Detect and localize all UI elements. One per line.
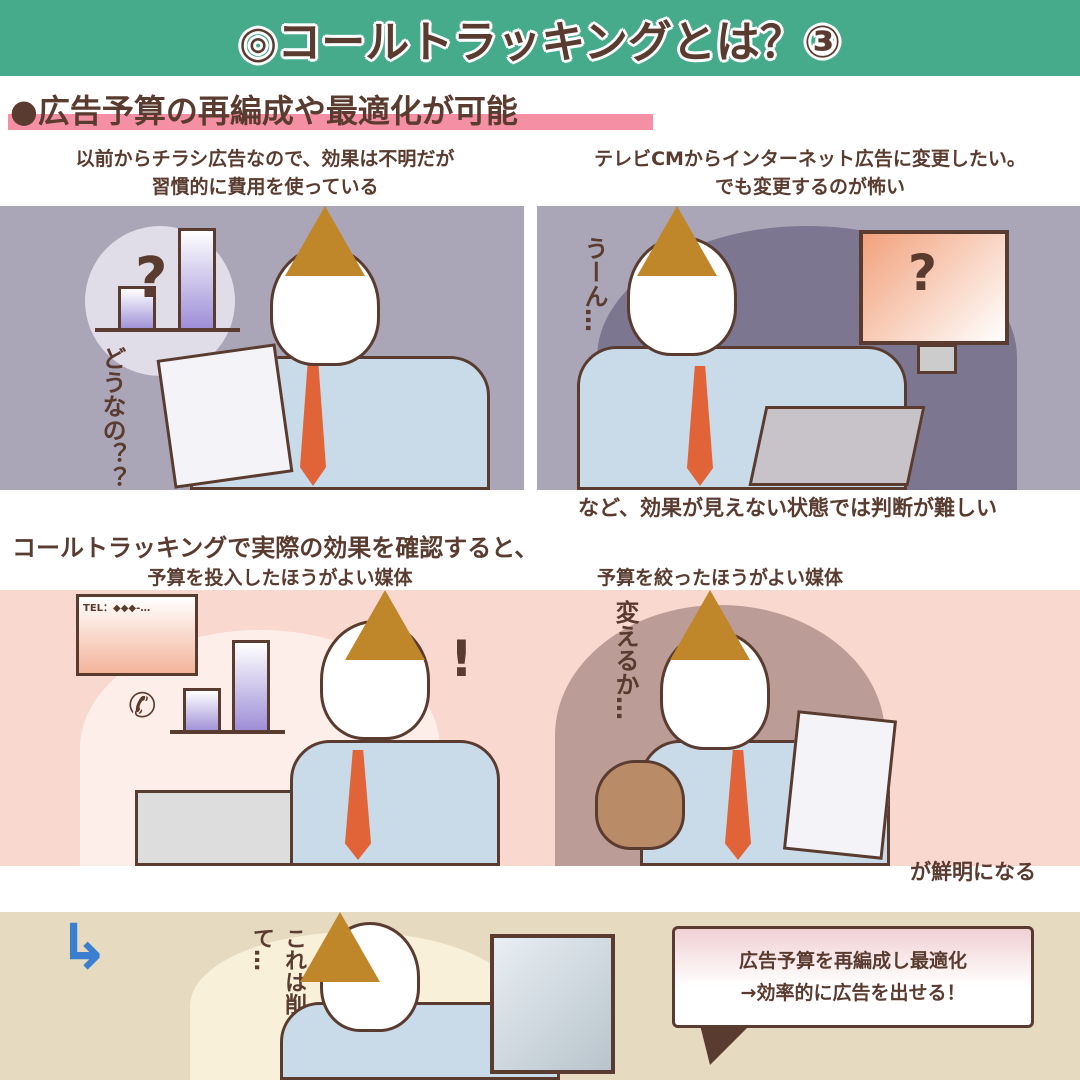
phone-icon: ✆ xyxy=(128,686,157,726)
panel2-caption: テレビCMからインターネット広告に変更したい。でも変更するのが怖い xyxy=(594,148,1026,198)
tv-stand xyxy=(917,344,957,374)
money-bag xyxy=(595,760,685,850)
sfx-text: どうなの？？ xyxy=(98,346,126,490)
chart-baseline xyxy=(170,730,285,734)
panel-tv: うーん… ? xyxy=(537,206,1080,490)
conclusion-bubble: 広告予算を再編成し最適化 →効率的に広告を出せる！ xyxy=(672,926,1034,1028)
panel-flyer: ? どうなの？？ xyxy=(0,206,524,490)
section-title: ●広告予算の再編成や最適化が可能 xyxy=(10,92,518,130)
bubble-tail xyxy=(700,1025,750,1065)
question-mark-icon: ? xyxy=(135,246,168,311)
bar-icon xyxy=(183,688,221,733)
question-mark-icon: ? xyxy=(908,244,938,302)
lead-text: コールトラッキングで実際の効果を確認すると、 xyxy=(12,534,539,562)
character-hair xyxy=(637,206,717,276)
laptop xyxy=(748,406,926,486)
character-shirt xyxy=(290,740,500,866)
tv-monitor: ? xyxy=(859,230,1009,345)
bar-icon xyxy=(118,286,156,331)
flyer-paper xyxy=(156,343,294,489)
tel-text: TEL：◆◆◆-… xyxy=(83,603,151,614)
sfx-text: うーん… xyxy=(580,236,608,332)
laptop xyxy=(135,790,305,866)
report-paper xyxy=(782,710,898,860)
laptop-screen xyxy=(490,934,615,1074)
bar-icon xyxy=(232,640,270,733)
header-banner: ◎コールトラッキングとは？③ xyxy=(0,0,1080,76)
clear-note: が鮮明になる xyxy=(910,860,1036,884)
billboard: TEL：◆◆◆-… xyxy=(76,594,198,676)
difficulty-note: など、効果が見えない状態では判断が難しい xyxy=(578,496,997,520)
panel-conclusion: ↳ これは削って… 広告予算を再編成し最適化 →効率的に広告を出せる！ xyxy=(0,912,1080,1080)
page-title: ◎コールトラッキングとは？③ xyxy=(238,17,842,68)
character-hair xyxy=(300,912,380,982)
invest-caption: 予算を投入したほうがよい媒体 xyxy=(147,567,413,589)
cut-caption: 予算を絞ったほうがよい媒体 xyxy=(596,567,844,589)
character-hair xyxy=(285,206,365,276)
sfx-text: 変えるか… xyxy=(611,600,639,720)
chart-baseline xyxy=(95,328,240,332)
exclamation-icon: ! xyxy=(450,630,473,688)
character-hair xyxy=(670,590,750,660)
panel1-caption: 以前からチラシ広告なので、効果は不明だが習慣的に費用を使っている xyxy=(75,148,455,198)
section-underline xyxy=(8,114,653,130)
panel-results: TEL：◆◆◆-… ✆ ! 変えるか… xyxy=(0,590,1080,866)
arrow-down-right-icon: ↳ xyxy=(58,912,110,983)
character-hair xyxy=(345,590,425,660)
bar-icon xyxy=(178,228,216,331)
